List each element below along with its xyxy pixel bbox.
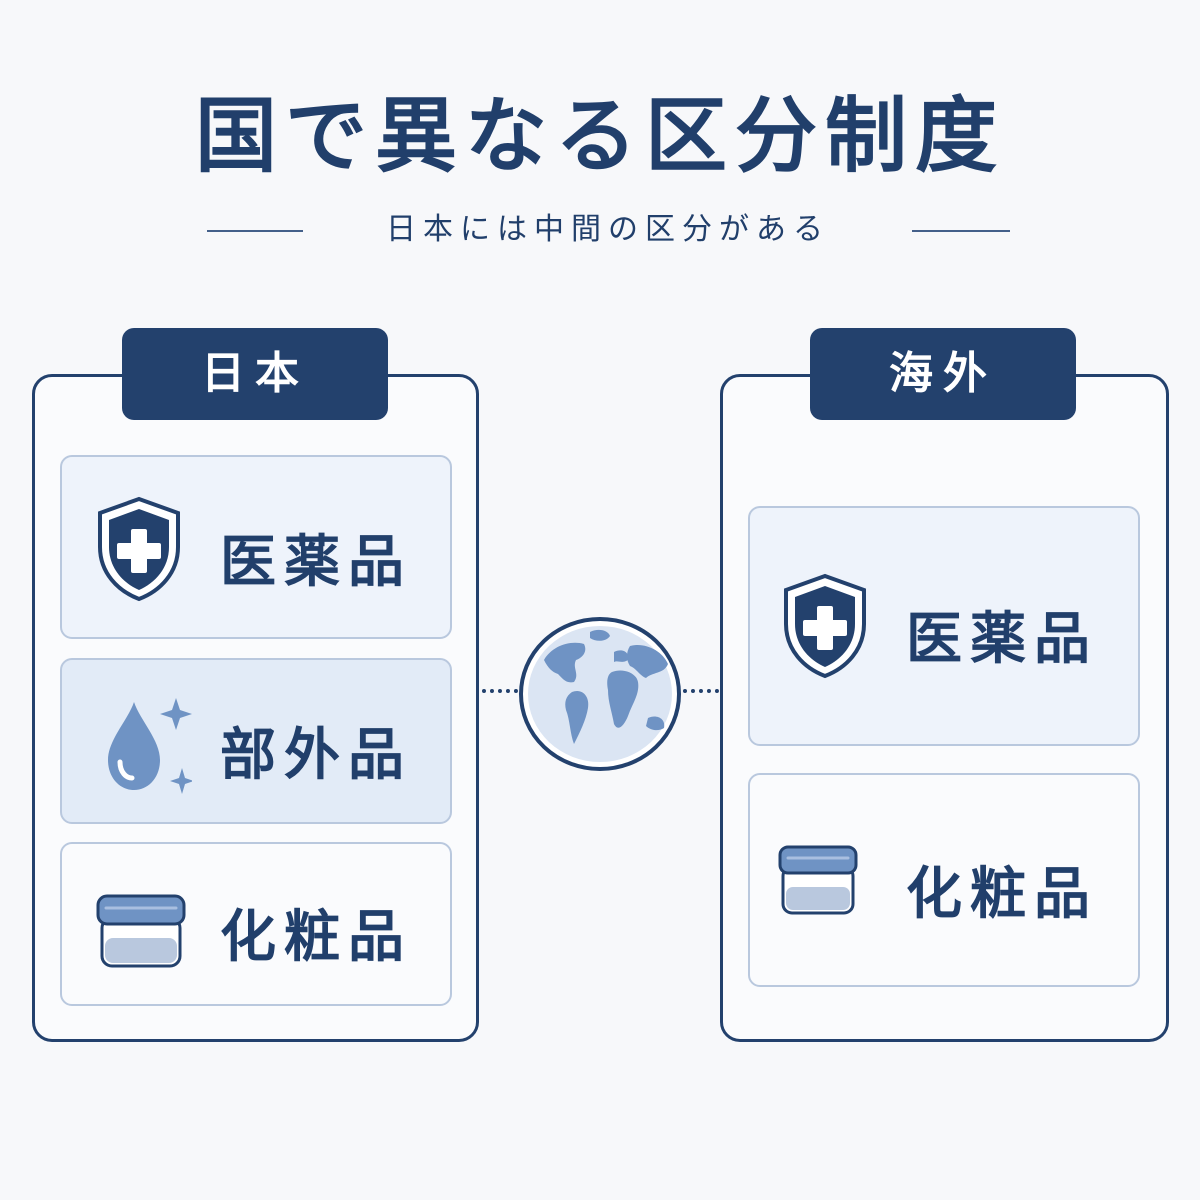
overseas-label-pharmaceuticals: 医薬品: [906, 607, 1098, 672]
japan-card-quasi-drugs: 部外品: [60, 658, 452, 824]
subtitle-row: 日本には中間の区分がある: [0, 208, 1200, 252]
overseas-card-pharmaceuticals: 医薬品: [748, 506, 1140, 746]
japan-label-pharmaceuticals: 医薬品: [220, 530, 412, 595]
connector-left: [482, 689, 518, 693]
cream-jar-icon: [96, 894, 186, 970]
shield-cross-icon: [778, 572, 872, 680]
cream-jar-icon: [778, 845, 858, 917]
japan-label-cosmetics: 化粧品: [220, 905, 412, 970]
connector-right: [683, 689, 719, 693]
japan-label-quasi-drugs: 部外品: [220, 723, 412, 788]
shield-cross-icon: [92, 495, 186, 603]
subtitle-rule-left: [207, 230, 303, 232]
japan-card-pharmaceuticals: 医薬品: [60, 455, 452, 639]
overseas-card-cosmetics: 化粧品: [748, 773, 1140, 987]
overseas-label-cosmetics: 化粧品: [906, 862, 1098, 927]
japan-tab: 日本: [122, 328, 388, 420]
japan-card-cosmetics: 化粧品: [60, 842, 452, 1006]
subtitle-rule-right: [912, 230, 1010, 232]
page-title: 国で異なる区分制度: [194, 89, 1005, 184]
water-drop-icon: [102, 698, 194, 798]
globe-icon: [518, 616, 682, 772]
overseas-tab: 海外: [810, 328, 1076, 420]
subtitle: 日本には中間の区分がある: [386, 212, 830, 247]
